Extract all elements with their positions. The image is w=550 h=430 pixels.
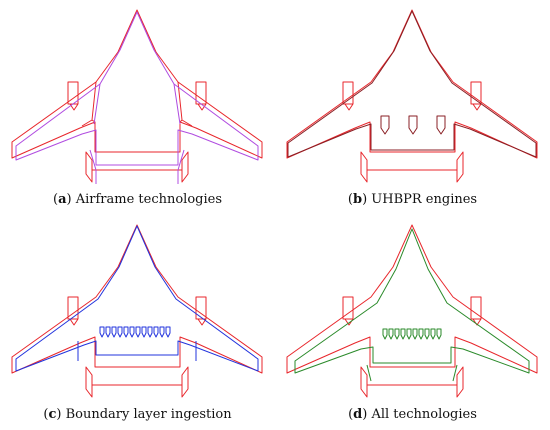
panel-a-letter: a	[58, 192, 67, 207]
bli-fan-array-d	[382, 328, 442, 340]
panel-a-caption-text: Airframe technologies	[75, 192, 223, 207]
panel-c-caption: (c) Boundary layer ingestion	[43, 407, 232, 422]
panel-c-letter: c	[48, 407, 57, 422]
panel-b-drawing	[286, 9, 538, 183]
overlay-outline-c	[15, 225, 259, 372]
baseline-outline-a	[11, 9, 263, 183]
baseline-outline-b	[286, 9, 538, 183]
baseline-outline-c	[11, 224, 263, 398]
panel-a-drawing	[11, 9, 263, 184]
panel-d-caption: (d) All technologies	[348, 407, 477, 422]
panel-b-caption-text: UHBPR engines	[371, 192, 478, 207]
overlay-outline-a	[15, 11, 259, 184]
overlay-outline-b	[287, 10, 537, 158]
panel-c-drawing	[11, 224, 263, 398]
panel-d-drawing	[286, 224, 538, 398]
bli-fan-array	[99, 326, 171, 338]
overlay-outline-d	[294, 228, 530, 382]
panel-d: (d) All technologies	[275, 215, 550, 430]
panel-a-caption: (a) Airframe technologies	[52, 192, 223, 207]
panel-c-caption-text: Boundary layer ingestion	[65, 407, 232, 422]
panel-b-caption: (b) UHBPR engines	[347, 192, 478, 207]
panel-d-caption-text: All technologies	[371, 407, 477, 422]
panel-a: (a) Airframe technologies	[0, 0, 275, 215]
panel-d-letter: d	[353, 407, 363, 422]
panel-b: (b) UHBPR engines	[275, 0, 550, 215]
panel-c: (c) Boundary layer ingestion	[0, 215, 275, 430]
baseline-outline-d	[286, 224, 538, 398]
panel-b-letter: b	[352, 192, 363, 207]
